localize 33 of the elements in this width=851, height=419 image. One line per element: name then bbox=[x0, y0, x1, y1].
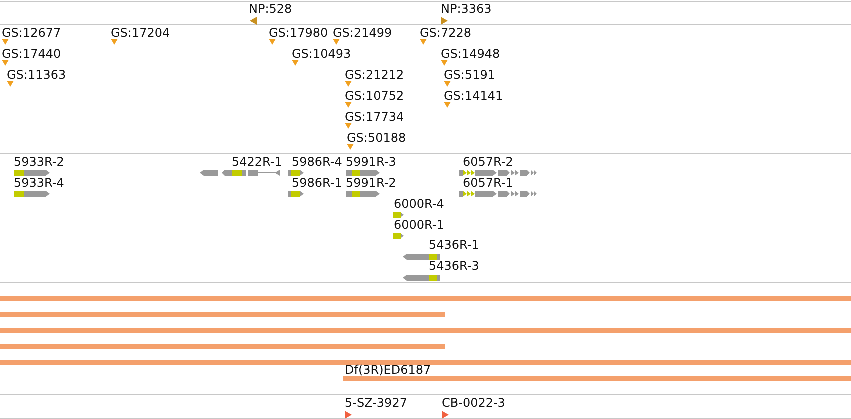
feature-label: NP:528 bbox=[249, 2, 292, 16]
feature-label: 6057R-2 bbox=[463, 155, 514, 169]
feature-label: GS:10752 bbox=[345, 89, 404, 103]
feature-label: GS:5191 bbox=[444, 68, 496, 82]
feature-label: 5991R-2 bbox=[346, 176, 396, 190]
feature-label: Df(3R)ED6187 bbox=[345, 363, 432, 377]
feature-label: 5986R-4 bbox=[292, 155, 342, 169]
feature-label: 5991R-3 bbox=[346, 155, 396, 169]
feature-label: 6057R-1 bbox=[463, 176, 514, 190]
feature-label: GS:11363 bbox=[7, 68, 66, 82]
feature-label: GS:17440 bbox=[2, 47, 62, 61]
feature-label: GS:7228 bbox=[420, 26, 472, 40]
feature-label: GS:17980 bbox=[269, 26, 328, 40]
feature-label: 5-SZ-3927 bbox=[345, 396, 408, 410]
feature-label: 6000R-1 bbox=[394, 218, 444, 232]
feature-label: GS:14948 bbox=[441, 47, 500, 61]
feature-label: NP:3363 bbox=[441, 2, 492, 16]
feature-label: 5436R-1 bbox=[429, 238, 480, 252]
feature-label: GS:14141 bbox=[444, 89, 504, 103]
feature-label: GS:12677 bbox=[2, 26, 62, 40]
feature-label: 5436R-3 bbox=[429, 259, 480, 273]
feature-label: GS:21499 bbox=[333, 26, 392, 40]
feature-label: CB-0022-3 bbox=[442, 396, 506, 410]
feature-label: 6000R-4 bbox=[394, 197, 444, 211]
feature-label: 5933R-2 bbox=[14, 155, 64, 169]
feature-label: GS:21212 bbox=[345, 68, 404, 82]
feature-label: GS:10493 bbox=[292, 47, 352, 61]
feature-label: GS:17734 bbox=[345, 110, 404, 124]
feature-label: GS:17204 bbox=[111, 26, 170, 40]
feature-label: 5986R-1 bbox=[292, 176, 342, 190]
feature-label: GS:50188 bbox=[347, 131, 406, 145]
feature-label: 5422R-1 bbox=[232, 155, 282, 169]
feature-label: 5933R-4 bbox=[14, 176, 64, 190]
